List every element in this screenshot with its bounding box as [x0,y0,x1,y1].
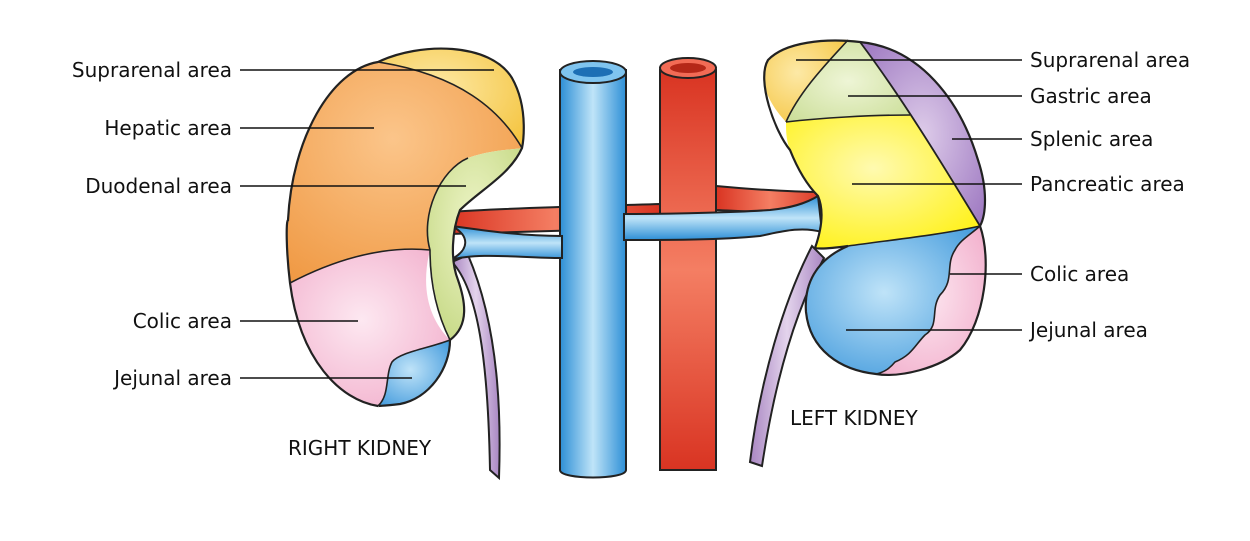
label-right-colic: Colic area [133,309,232,333]
left-jejunal-region [805,226,980,374]
right-suprarenal-region [378,48,523,148]
label-right-jejunal: Jejunal area [112,366,232,390]
right-colic-region [290,249,450,406]
title-right-kidney: RIGHT KIDNEY [288,436,432,460]
label-left-splenic: Splenic area [1030,127,1153,151]
right-duodenal-region [427,148,522,340]
right-renal-vein [449,225,563,261]
title-left-kidney: LEFT KIDNEY [790,406,919,430]
right-kidney [285,47,525,408]
right-kidney-outline [285,47,525,408]
left-colic-region [876,226,986,375]
label-right-hepatic: Hepatic area [104,116,232,140]
left-ureter [748,244,826,468]
left-kidney [763,39,987,376]
label-left-pancreatic: Pancreatic area [1030,172,1185,196]
right-jejunal-region [378,340,450,406]
inferior-vena-cava [559,69,627,479]
label-left-suprarenal: Suprarenal area [1030,48,1190,72]
label-right-duodenal: Duodenal area [85,174,232,198]
left-kidney-outline [763,39,987,376]
label-right-suprarenal: Suprarenal area [72,58,232,82]
left-gastric-region [786,40,910,122]
aorta [659,69,717,471]
label-left-gastric: Gastric area [1030,84,1152,108]
right-hepatic-region [287,61,522,284]
left-splenic-region [860,42,985,226]
right-ureter [450,253,501,481]
label-left-colic: Colic area [1030,262,1129,286]
label-left-jejunal: Jejunal area [1028,318,1148,342]
